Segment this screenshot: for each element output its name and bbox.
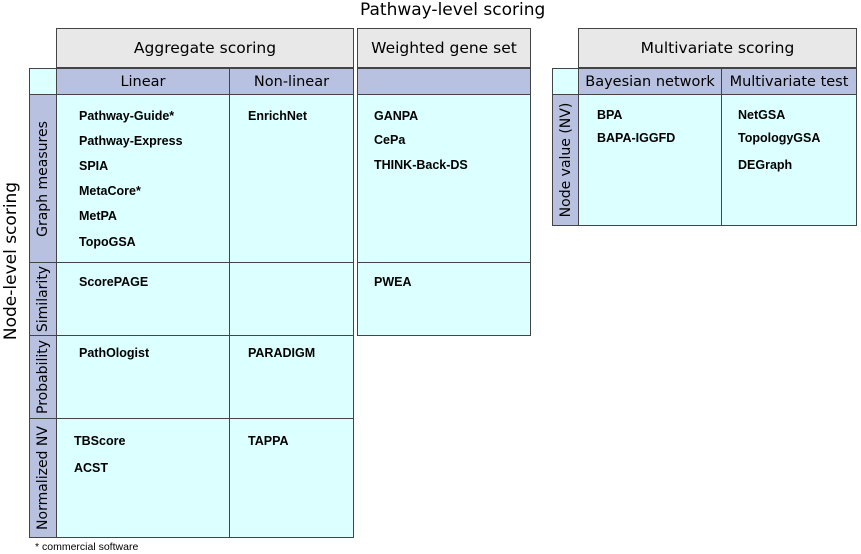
method-label: SPIA: [79, 159, 109, 173]
corner-cell-multivariate: [552, 68, 579, 95]
node-level-title-wrap: Node-level scoring: [0, 182, 22, 340]
footnote: * commercial software: [35, 541, 139, 553]
method-label: MetPA: [79, 209, 117, 223]
method-label: Pathway-Express: [79, 134, 183, 148]
column-header-weighted-blank: [357, 68, 531, 95]
cell-graph-weighted: GANPA CePa THINK-Back-DS: [357, 94, 531, 263]
method-label: THINK-Back-DS: [374, 158, 468, 172]
column-header-nonlinear: Non-linear: [229, 68, 354, 95]
cell-similarity-nonlinear: [229, 262, 354, 336]
method-label: ScorePAGE: [79, 275, 149, 289]
column-header-multitest: Multivariate test: [721, 68, 857, 95]
method-label: ACST: [74, 461, 109, 475]
group-header-weighted: Weighted gene set: [357, 28, 531, 68]
row-label-normalized-nv: Normalized NV: [29, 418, 57, 538]
pathway-level-title: Pathway-level scoring: [360, 0, 546, 20]
row-label-graph-measures-text: Graph measures: [35, 120, 51, 237]
cell-probability-linear: PathOlogist: [56, 335, 230, 419]
cell-normalized-nonlinear: TAPPA: [229, 418, 354, 538]
column-header-linear: Linear: [56, 68, 230, 95]
row-label-node-value-text: Node value (NV): [557, 102, 574, 218]
cell-nv-bayesian: BPA BAPA-IGGFD: [578, 94, 722, 226]
method-label: PWEA: [374, 275, 412, 289]
method-label: PathOlogist: [79, 346, 150, 360]
group-header-aggregate: Aggregate scoring: [56, 28, 354, 68]
method-label: BAPA-IGGFD: [597, 131, 676, 145]
row-label-similarity: Similarity: [29, 262, 57, 336]
method-label: GANPA: [374, 109, 419, 123]
corner-cell: [29, 68, 57, 95]
cell-normalized-linear: TBScore ACST: [56, 418, 230, 538]
method-label: DEGraph: [738, 158, 793, 172]
cell-probability-nonlinear: PARADIGM: [229, 335, 354, 419]
method-label: TopoGSA: [79, 235, 136, 249]
cell-graph-linear: Pathway-Guide* Pathway-Express SPIA Meta…: [56, 94, 230, 263]
column-header-bayesian: Bayesian network: [578, 68, 722, 95]
cell-graph-nonlinear: EnrichNet: [229, 94, 354, 263]
method-label: EnrichNet: [248, 109, 308, 123]
method-label: MetaCore*: [79, 184, 141, 198]
row-label-graph-measures: Graph measures: [29, 94, 57, 263]
cell-nv-multitest: NetGSA TopologyGSA DEGraph: [721, 94, 857, 226]
row-label-probability-text: Probability: [35, 339, 51, 415]
method-label: Pathway-Guide*: [79, 109, 175, 123]
method-label: CePa: [374, 133, 406, 147]
row-label-probability: Probability: [29, 335, 57, 419]
method-label: TBScore: [74, 434, 126, 448]
row-label-node-value: Node value (NV): [552, 94, 579, 226]
group-header-multivariate: Multivariate scoring: [578, 28, 857, 68]
row-label-normalized-nv-text: Normalized NV: [35, 426, 51, 530]
method-label: NetGSA: [738, 108, 786, 122]
cell-similarity-linear: ScorePAGE: [56, 262, 230, 336]
method-label: TAPPA: [248, 434, 289, 448]
method-label: BPA: [597, 108, 623, 122]
method-label: PARADIGM: [248, 346, 316, 360]
method-label: TopologyGSA: [738, 131, 821, 145]
node-level-title: Node-level scoring: [1, 181, 21, 341]
cell-similarity-weighted: PWEA: [357, 262, 531, 336]
row-label-similarity-text: Similarity: [35, 265, 51, 333]
